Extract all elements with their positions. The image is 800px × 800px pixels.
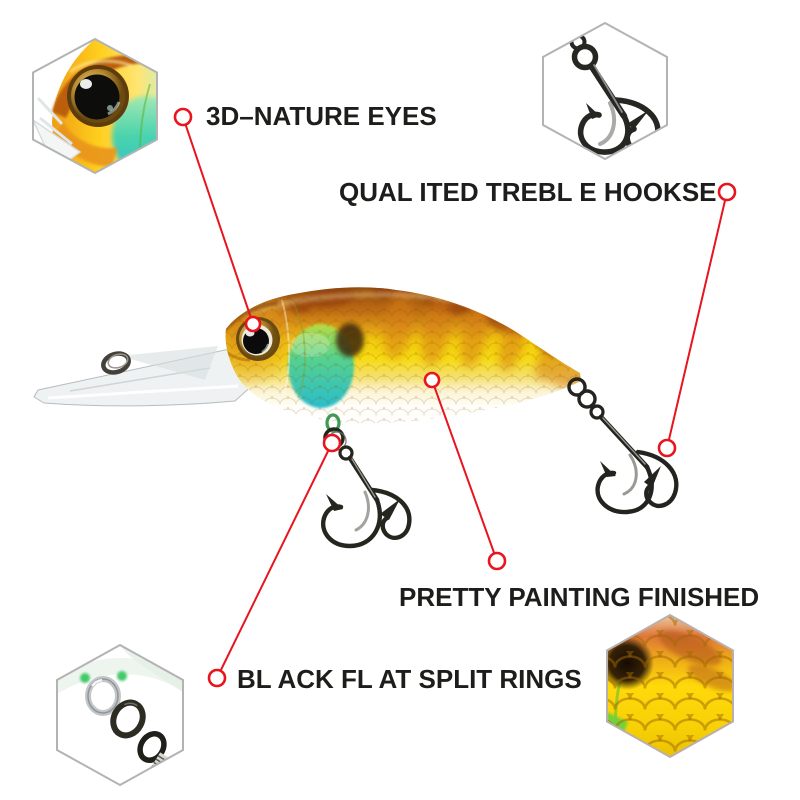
line-tie-split-ring [101, 351, 131, 375]
hexagon-frame [606, 613, 734, 759]
marker-split-rings-target [322, 433, 342, 453]
marker-split-rings-label [207, 668, 227, 688]
hexagon-frame [56, 643, 184, 787]
inset-eye-closeup [32, 37, 158, 175]
belly-treble-hook [321, 413, 412, 549]
callout-label-painting: PRETTY PAINTING FINISHED [399, 582, 760, 612]
treble-hook-photo [543, 23, 667, 159]
marker-painting-target [423, 371, 441, 389]
callout-label-split-rings: BL ACK FL AT SPLIT RINGS [237, 664, 582, 694]
callout-leader-lines [182, 116, 728, 679]
scale-pattern-photo [607, 615, 733, 757]
leader-line-eyes [182, 116, 254, 325]
inset-treble-hook-closeup [542, 21, 668, 161]
callout-label-eyes: 3D–NATURE EYES [206, 101, 437, 131]
hexagon-frame [542, 21, 668, 161]
marker-hooks-target [657, 438, 677, 458]
callout-marker-circles [173, 107, 737, 688]
marker-painting-label [487, 551, 507, 571]
lure-image [33, 287, 679, 549]
split-ring-photo [57, 645, 183, 785]
lure-body-paint [225, 287, 581, 424]
leader-line-split-rings [216, 442, 333, 679]
rear-treble-hook [567, 377, 679, 515]
inset-split-ring-closeup [56, 643, 184, 787]
leader-line-painting [431, 379, 498, 562]
leader-line-hooks [666, 191, 728, 449]
callout-label-hooks: QUAL ITED TREBL E HOOKSE [339, 177, 717, 207]
marker-eyes-target [244, 315, 262, 333]
hexagon-frame [32, 37, 158, 175]
inset-scale-pattern-closeup [606, 613, 734, 759]
lure-diving-lip [33, 343, 257, 407]
marker-hooks-label [717, 182, 737, 202]
marker-eyes-label [173, 107, 193, 127]
